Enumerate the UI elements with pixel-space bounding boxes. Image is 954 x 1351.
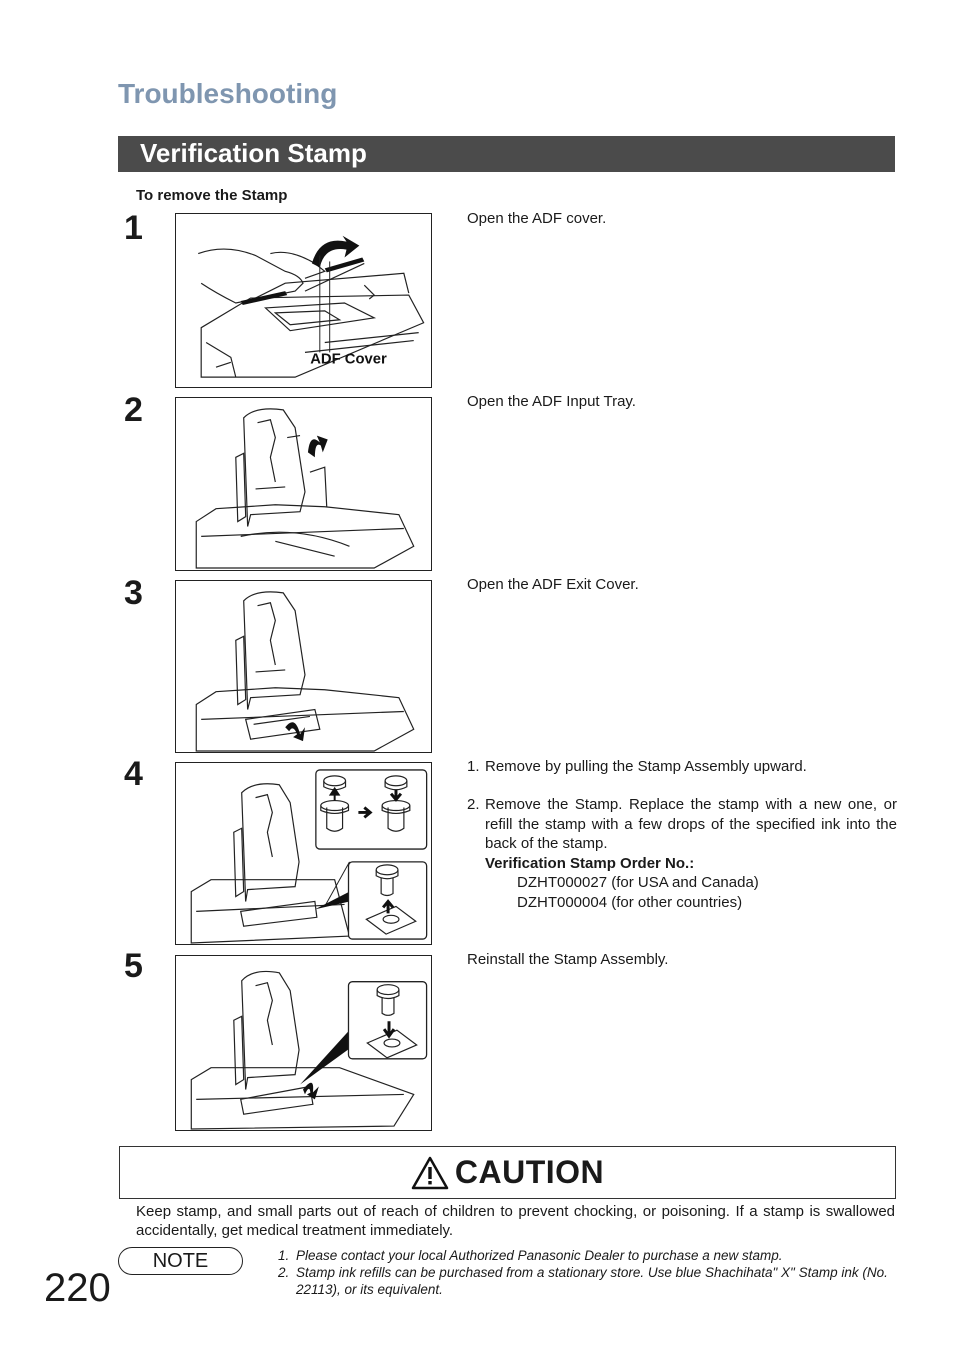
step-1-figure: ADF Cover [175, 213, 432, 388]
step-5-figure [175, 955, 432, 1131]
substep-number: 2. [467, 796, 480, 813]
step-4-substep-2: 2. Remove the Stamp. Replace the stamp w… [467, 795, 897, 912]
step-3-number: 3 [124, 574, 143, 612]
step-4-substep-1: 1. Remove by pulling the Stamp Assembly … [467, 757, 897, 777]
warning-triangle-icon [411, 1156, 449, 1189]
note-item-text: Stamp ink refills can be purchased from … [296, 1265, 888, 1297]
adf-cover-label: ADF Cover [310, 351, 387, 367]
step-4-number: 4 [124, 755, 143, 793]
step-3-text: Open the ADF Exit Cover. [467, 576, 639, 593]
note-item: 1. Please contact your local Authorized … [278, 1247, 898, 1264]
substep-number: 1. [467, 758, 480, 775]
procedure-subheading: To remove the Stamp [136, 187, 288, 204]
section-title: Troubleshooting [118, 78, 338, 109]
note-item: 2. Stamp ink refills can be purchased fr… [278, 1264, 898, 1298]
substep-body: Remove the Stamp. Replace the stamp with… [485, 795, 897, 912]
note-item-number: 1. [278, 1248, 290, 1263]
page-number: 220 [44, 1266, 111, 1310]
step-5-text: Reinstall the Stamp Assembly. [467, 951, 669, 968]
order-number-other: DZHT000004 (for other countries) [517, 893, 743, 911]
step-1-text: Open the ADF cover. [467, 210, 607, 227]
caution-box: CAUTION [119, 1146, 896, 1199]
adf-input-tray-illustration [195, 408, 415, 569]
caution-title: CAUTION [454, 1154, 605, 1190]
adf-cover-illustration: ADF Cover [198, 235, 425, 378]
step-4-figure [175, 762, 432, 945]
step-2-text: Open the ADF Input Tray. [467, 393, 636, 410]
step-1-number: 1 [124, 209, 143, 247]
step-5-number: 5 [124, 947, 143, 985]
order-number-label: Verification Stamp Order No.: [485, 854, 695, 872]
note-list: 1. Please contact your local Authorized … [278, 1247, 898, 1298]
step-2-figure [175, 397, 432, 571]
step-2-number: 2 [124, 391, 143, 429]
order-number-usa: DZHT000027 (for USA and Canada) [517, 874, 759, 891]
stamp-removal-illustration [190, 769, 428, 944]
note-badge: NOTE [118, 1247, 243, 1275]
page-banner: Verification Stamp [118, 136, 895, 172]
step-3-figure [175, 580, 432, 753]
substep-text: Remove by pulling the Stamp Assembly upw… [485, 758, 807, 775]
substep-text: Remove the Stamp. Replace the stamp with… [485, 796, 897, 852]
note-item-text: Please contact your local Authorized Pan… [296, 1248, 783, 1263]
adf-exit-cover-illustration [195, 591, 415, 752]
note-item-number: 2. [278, 1265, 290, 1280]
caution-text: Keep stamp, and small parts out of reach… [136, 1203, 895, 1239]
stamp-reinstall-illustration [190, 970, 428, 1130]
